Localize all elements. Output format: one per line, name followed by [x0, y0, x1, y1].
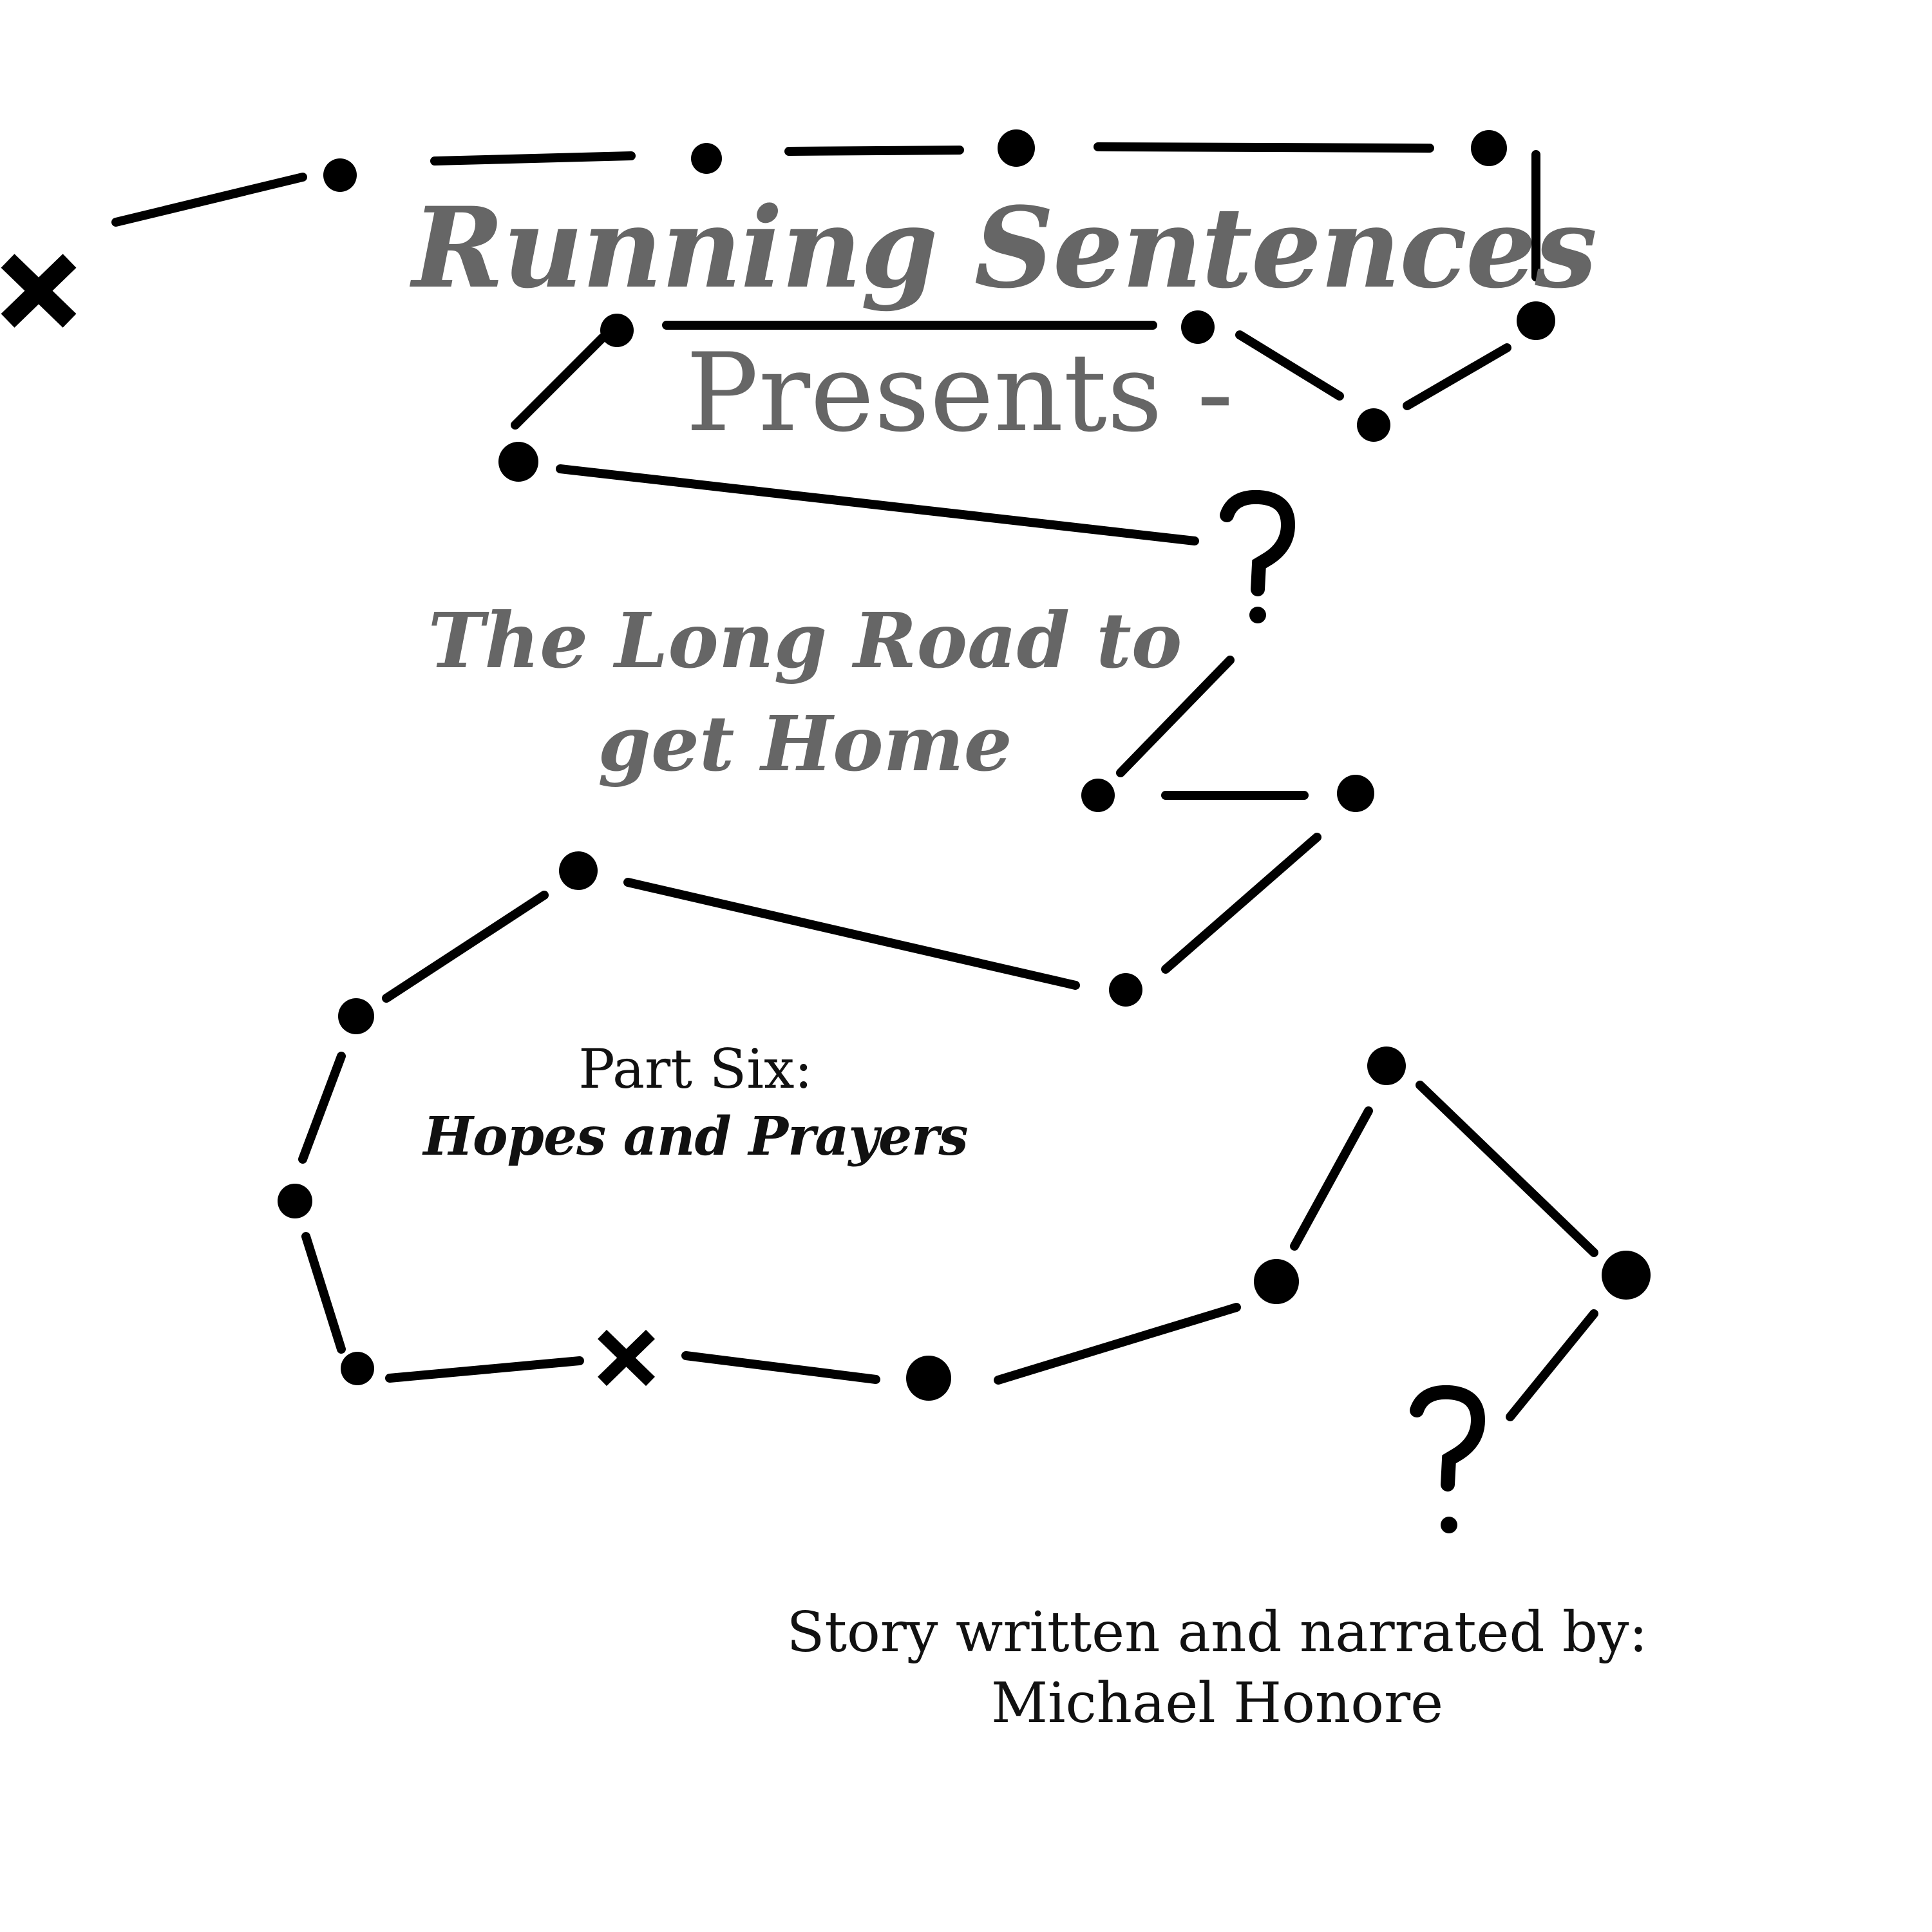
dot-icon [691, 143, 722, 174]
question-mark-dot [1441, 1517, 1457, 1533]
path-segment [511, 334, 607, 430]
path-segment [623, 878, 1080, 990]
path-segment [301, 1232, 346, 1354]
path-segment [385, 1356, 584, 1383]
path-segment [784, 146, 964, 156]
episode-title: The Long Road to get Home [428, 596, 1182, 788]
dot-icon [341, 1352, 374, 1385]
x-mark-icon [1, 254, 77, 328]
credit-label: Story written and narrated by: [786, 1600, 1648, 1665]
dot-icon [1367, 1046, 1406, 1085]
dot-icon [1181, 310, 1215, 344]
question-mark-dot [1249, 607, 1266, 623]
dot-icon [498, 442, 538, 482]
path-segment [1161, 833, 1321, 974]
dot-icon [559, 851, 598, 890]
author-name: Michael Honore [990, 1671, 1444, 1736]
x-mark-icon [598, 1329, 655, 1387]
dot-icon [998, 129, 1035, 167]
dot-icon [278, 1184, 312, 1218]
path-segment [430, 151, 636, 166]
path-segment [382, 891, 549, 1003]
dot-icon [338, 998, 374, 1034]
dot-icon [1602, 1251, 1651, 1300]
part-subtitle: Hopes and Prayers [423, 1106, 968, 1168]
dot-icon [1109, 973, 1142, 1007]
dot-icon [906, 1356, 951, 1401]
dot-icon [1081, 779, 1115, 812]
path-segment [994, 1303, 1241, 1385]
path-segment [1403, 343, 1511, 410]
dot-icon [1357, 408, 1390, 442]
path-segment [681, 1351, 880, 1384]
dot-icon [1517, 301, 1555, 340]
dot-icon [1254, 1259, 1299, 1304]
path-segment [1094, 142, 1434, 153]
dot-icon [1337, 775, 1374, 812]
path-segment [556, 464, 1199, 545]
question-mark-icon [1220, 489, 1296, 596]
path-segment [1116, 656, 1235, 777]
show-title: Running Sentences [412, 182, 1597, 313]
path-segment [1506, 1309, 1598, 1421]
dot-icon [323, 158, 357, 192]
dot-icon [1471, 130, 1507, 166]
path-segment [1290, 1106, 1373, 1251]
path-segment [1235, 330, 1344, 401]
path-segment [298, 1052, 346, 1164]
dot-icon [600, 314, 634, 347]
path-segment [111, 173, 307, 227]
question-mark-icon [1410, 1385, 1486, 1492]
path-segment [1416, 1081, 1598, 1257]
part-number: Part Six: [578, 1037, 813, 1101]
presents-label: Presents - [685, 330, 1234, 456]
